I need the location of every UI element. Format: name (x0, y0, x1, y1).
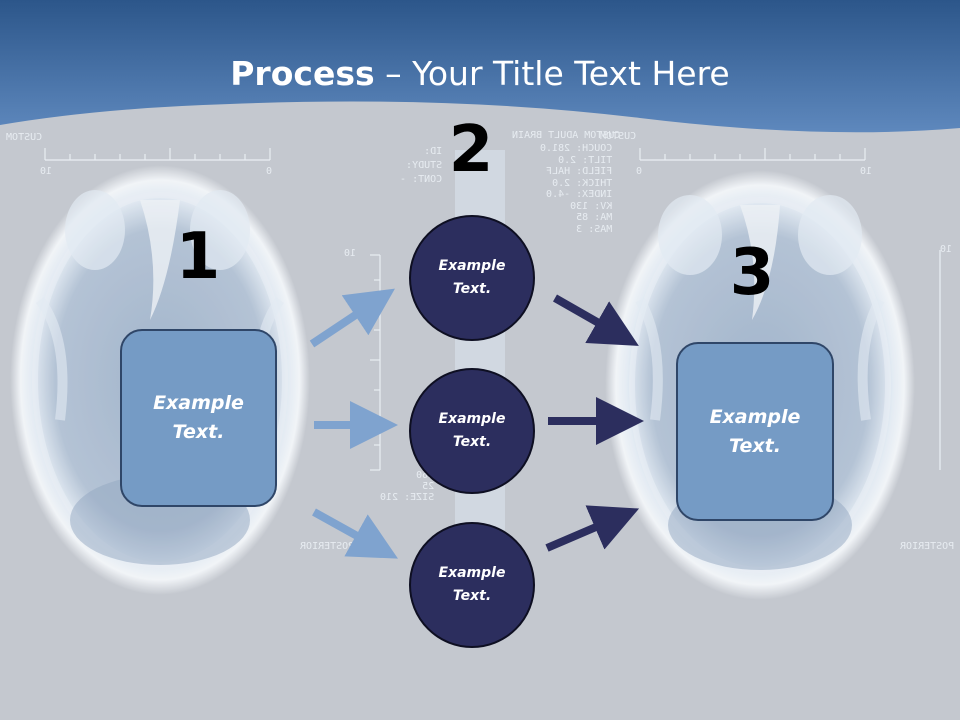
circle-bottom-line-2: Text. (452, 588, 492, 604)
title-bold-part: Process (230, 54, 375, 93)
step-number-2: 2 (448, 113, 494, 187)
step-number-1: 1 (175, 220, 221, 294)
step-2-circle-bottom[interactable]: Example Text. (409, 522, 535, 648)
arrow-circle-top-to-box3 (553, 294, 639, 346)
circle-middle-line-2: Text. (452, 434, 492, 450)
step-3-box-line-2: Text. (729, 434, 781, 457)
header-band (0, 0, 960, 133)
arrow-box1-to-circle-top (309, 288, 395, 348)
step-2-circle-top[interactable]: Example Text. (409, 215, 535, 341)
step-1-box-line-1: Example (153, 392, 244, 414)
circle-bottom-line-1: Example (438, 565, 506, 581)
step-3-box-line-1: Example (709, 405, 801, 428)
step-3-box[interactable]: Example Text. (676, 342, 834, 521)
arrow-box1-to-circle-bottom (312, 508, 398, 559)
step-number-3: 3 (729, 236, 775, 310)
step-2-circle-middle[interactable]: Example Text. (409, 368, 535, 494)
slide-title: Process – Your Title Text Here (0, 52, 960, 96)
circle-middle-line-1: Example (438, 411, 506, 427)
circle-top-line-1: Example (438, 258, 506, 274)
step-1-box-line-2: Text. (172, 421, 225, 443)
circle-top-line-2: Text. (452, 281, 492, 297)
arrow-circle-bottom-to-box3 (545, 505, 640, 552)
step-1-box[interactable]: Example Text. (120, 329, 277, 507)
title-rest-part: – Your Title Text Here (374, 54, 730, 93)
